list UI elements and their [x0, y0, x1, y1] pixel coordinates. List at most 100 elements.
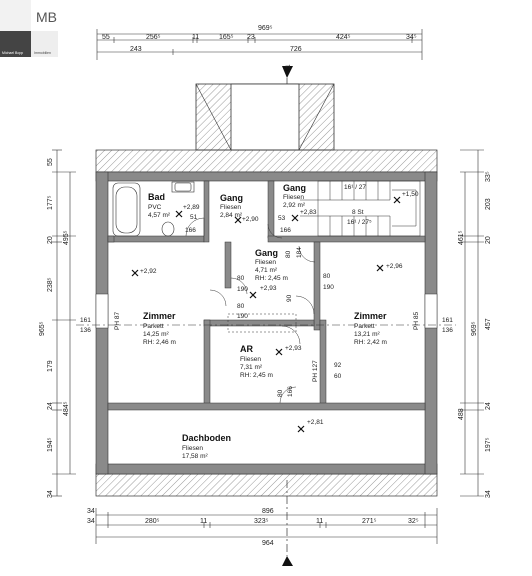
- stair-top-label: 16¹ / 27: [344, 184, 366, 191]
- room-gang-3: Gang Fliesen 4,71 m² RH: 2,45 m: [255, 248, 288, 282]
- dim-bottom-1: 34: [87, 518, 95, 525]
- dim-top-1: 55: [102, 34, 110, 41]
- door-swings: [185, 217, 316, 404]
- dim-left-1: 55: [47, 158, 54, 166]
- ph-right: PH 85: [413, 312, 420, 330]
- svg-text:Zimmer: Zimmer: [143, 311, 176, 321]
- dim-right-1: 33⁵: [485, 171, 492, 182]
- level-stair: +1,50: [402, 191, 419, 198]
- logo-left-caption: Michael Bopp: [2, 51, 23, 55]
- room-dachboden: Dachboden Fliesen 17,58 m²: [182, 433, 231, 460]
- opening-7: 80: [323, 273, 331, 280]
- side-mark-4: 136: [442, 327, 453, 334]
- level-dachboden: +2,81: [307, 419, 324, 426]
- svg-text:RH: 2,46 m: RH: 2,46 m: [143, 339, 176, 346]
- svg-text:Fliesen: Fliesen: [283, 194, 304, 201]
- dim-left-2: 177⁵: [47, 195, 54, 210]
- dim-top-2: 256⁵: [146, 34, 161, 41]
- windows: [95, 293, 438, 329]
- dim-top-8: 243: [130, 46, 142, 53]
- opening-4: 166: [280, 227, 291, 234]
- level-gang1: +2,90: [242, 216, 259, 223]
- opening-12: 80: [237, 303, 245, 310]
- room-zimmer-2: Zimmer Parkett 13,21 m² RH: 2,42 m: [354, 311, 387, 346]
- side-mark-1: 161: [80, 317, 91, 324]
- opening-5: 80: [237, 275, 245, 282]
- left-dimensions: [52, 149, 76, 497]
- section-label: 1: [285, 64, 292, 68]
- dim-right-4: 457: [485, 318, 492, 330]
- opening-18: 166: [287, 386, 294, 397]
- opening-10: 190: [323, 284, 334, 291]
- svg-text:7,31 m²: 7,31 m²: [240, 364, 263, 371]
- dim-left-8: 34: [47, 490, 54, 498]
- dim-bottom-overall: 964: [262, 540, 274, 547]
- dim-right-5: 24: [485, 402, 492, 410]
- stair-bottom-label: 16¹ / 27⁵: [347, 219, 372, 226]
- svg-text:RH: 2,42 m: RH: 2,42 m: [354, 339, 387, 346]
- dim-left-inner-2: 965⁵: [39, 321, 46, 336]
- dim-right-inner-3: 488: [458, 408, 465, 420]
- opening-1: 51: [190, 214, 198, 221]
- opening-9: 190: [237, 286, 248, 293]
- opening-6: 184: [296, 247, 303, 258]
- svg-text:4,57 m²: 4,57 m²: [148, 212, 171, 219]
- svg-text:Parkett: Parkett: [143, 323, 164, 330]
- svg-text:Dachboden: Dachboden: [182, 433, 231, 443]
- svg-text:Zimmer: Zimmer: [354, 311, 387, 321]
- dim-right-7: 34: [485, 490, 492, 498]
- opening-17: 80: [277, 389, 284, 397]
- dim-bottom-2: 280⁵: [145, 518, 160, 525]
- section-arrow-bottom: [282, 556, 293, 566]
- level-zimmer2: +2,96: [386, 263, 403, 270]
- dim-top-6: 424⁵: [336, 34, 351, 41]
- dim-bottom-4: 323⁵: [254, 518, 269, 525]
- side-mark-2: 136: [80, 327, 91, 334]
- logo: MB Michael Bopp Immobilien: [0, 0, 58, 57]
- svg-text:2,92 m²: 2,92 m²: [283, 202, 306, 209]
- dim-left-4: 238⁵: [47, 277, 54, 292]
- opening-13: 190: [237, 313, 248, 320]
- svg-text:Fliesen: Fliesen: [255, 259, 276, 266]
- level-ar: +2,93: [285, 345, 302, 352]
- level-zimmer1: +2,92: [140, 268, 157, 275]
- dim-top-5: 23: [247, 34, 255, 41]
- dim-right-2: 203: [485, 198, 492, 210]
- svg-text:Gang: Gang: [255, 248, 278, 258]
- side-mark-3: 161: [442, 317, 453, 324]
- roof: [95, 149, 438, 497]
- opening-16: PH 127: [312, 360, 319, 382]
- svg-text:4,71 m²: 4,71 m²: [255, 267, 278, 274]
- opening-11: 90: [286, 294, 293, 302]
- dim-bottom-3: 11: [200, 518, 207, 525]
- dim-top-7: 34⁵: [406, 34, 417, 41]
- interior-walls: [107, 180, 426, 411]
- svg-text:AR: AR: [240, 344, 253, 354]
- room-bad: Bad PVC 4,57 m²: [148, 192, 171, 219]
- svg-text:RH: 2,45 m: RH: 2,45 m: [255, 275, 288, 282]
- level-markers: [131, 196, 401, 433]
- svg-text:13,21 m²: 13,21 m²: [354, 331, 380, 338]
- room-gang-1: Gang Fliesen 2,84 m²: [220, 193, 243, 219]
- opening-14: 92: [334, 362, 342, 369]
- dim-right-inner-1: 461⁵: [458, 230, 465, 245]
- dim-bottom-5: 11: [316, 518, 323, 525]
- dim-bottom-7: 32⁵: [408, 518, 419, 525]
- stair-steps-label: 8 St: [352, 209, 364, 216]
- dim-top-3: 11: [192, 34, 199, 41]
- dim-bottom-row1: 896: [262, 508, 274, 515]
- dormer: [195, 83, 335, 151]
- dim-left-7: 194⁵: [47, 437, 54, 452]
- svg-text:Bad: Bad: [148, 192, 165, 202]
- level-gang3: +2,93: [260, 285, 277, 292]
- svg-text:Fliesen: Fliesen: [182, 445, 203, 452]
- dim-top-9: 726: [290, 46, 302, 53]
- opening-2: 166: [185, 227, 196, 234]
- dim-top-overall: 969⁵: [258, 25, 273, 32]
- opening-3: 53: [278, 215, 286, 222]
- dim-bottom-6: 271⁵: [362, 518, 377, 525]
- dim-bottom-left: 34: [87, 508, 95, 515]
- opening-15: 60: [334, 373, 342, 380]
- staircase: [300, 180, 421, 237]
